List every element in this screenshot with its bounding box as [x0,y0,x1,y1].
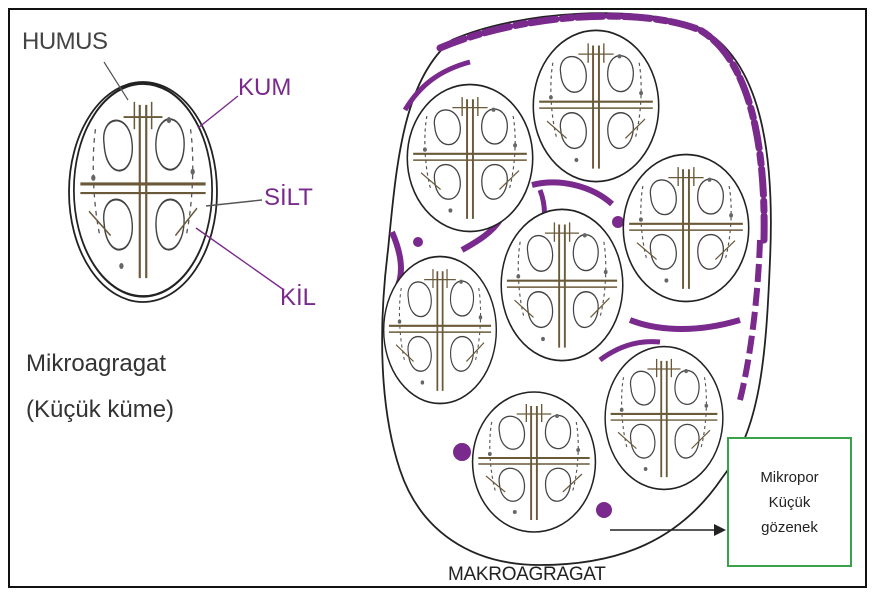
macroaggregate-drawing [382,13,771,565]
micropore-line-1: Mikropor [760,465,818,490]
micropore-line-2: Küçük [769,490,811,515]
kil-label: KİL [280,284,316,312]
macroaggregate-label: MAKROAGRAGAT [448,564,606,586]
micropore-line-3: gözenek [761,515,818,540]
kum-label: KUM [238,74,291,102]
kil-leader-line [196,228,284,290]
microaggregate-title: Mikroagragat [26,350,166,378]
micropore-arrow-head [714,524,726,536]
microaggregate-subtitle: (Küçük küme) [26,396,174,424]
micropore-label-box: Mikropor Küçük gözenek [727,437,852,567]
kum-leader-line [198,96,238,128]
humus-label: HUMUS [22,28,108,56]
silt-label: SİLT [264,184,313,212]
